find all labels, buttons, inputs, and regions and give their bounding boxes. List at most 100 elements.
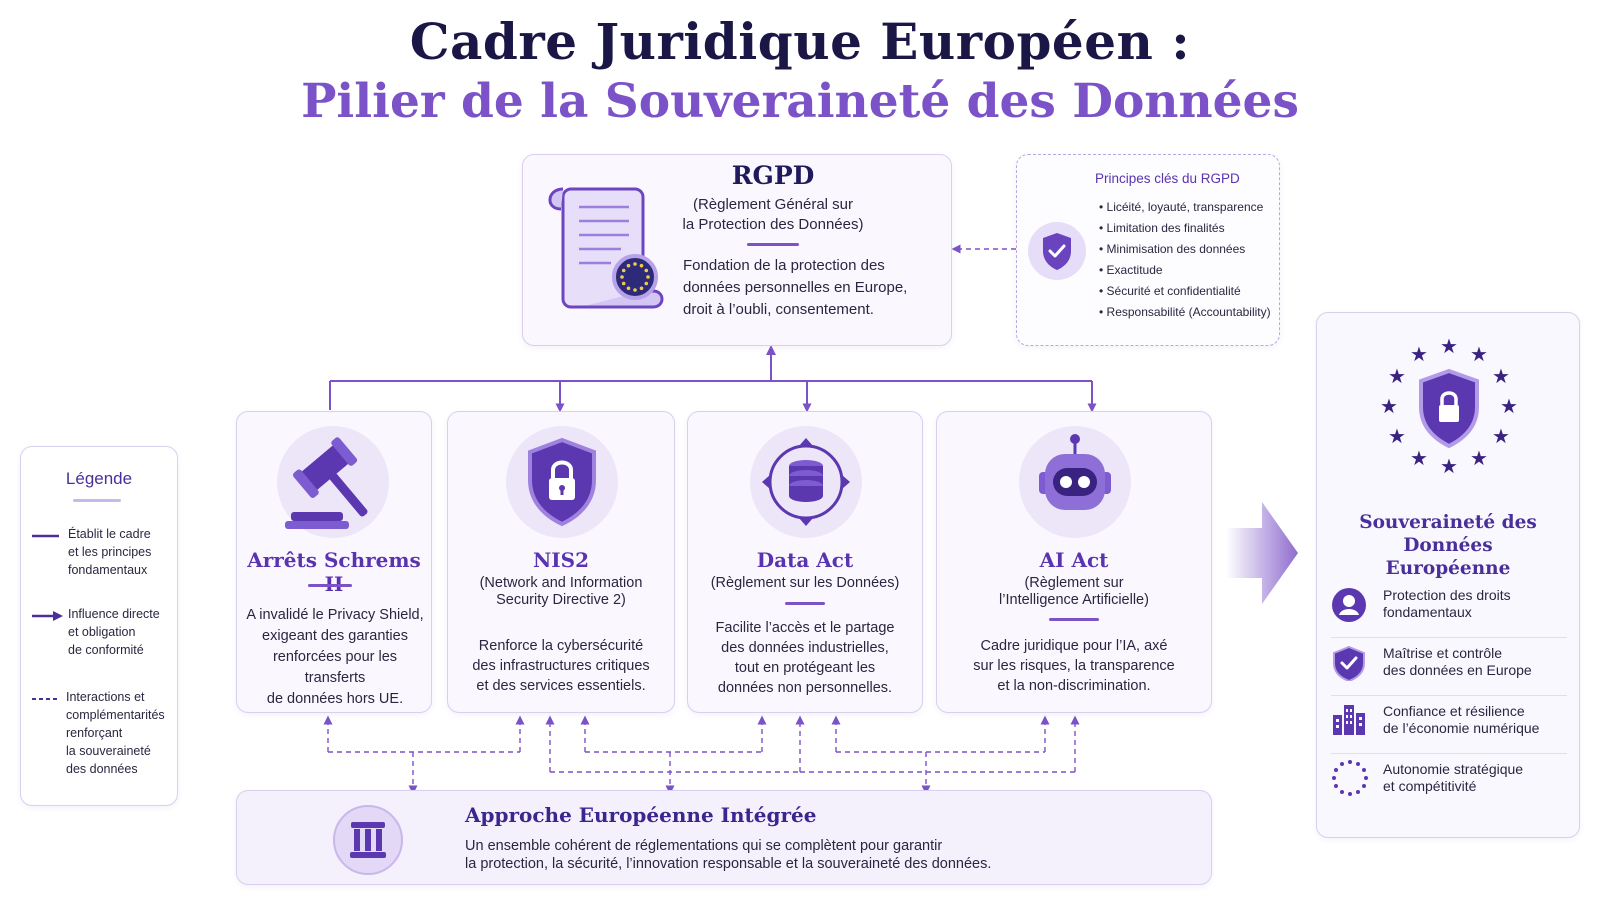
legend-dashed-line3: renforçant: [66, 726, 123, 740]
pillar-subtitle: (Règlement sur l’Intelligence Artificiel…: [937, 575, 1211, 609]
svg-text:★: ★: [1410, 342, 1428, 366]
principle-item: • Exactitude: [1099, 263, 1163, 277]
pillar-subtitle: (Règlement sur les Données): [688, 575, 922, 592]
svg-text:★: ★: [1440, 454, 1458, 478]
sovereignty-item-line1: Maîtrise et contrôle: [1383, 645, 1503, 661]
approach-desc-line1: Un ensemble cohérent de réglementations …: [465, 838, 943, 854]
sovereignty-item-line2: et compétitivité: [1383, 778, 1477, 794]
rgpd-desc-line1: Fondation de la protection des: [683, 257, 885, 274]
pillar-title: Arrêts Schrems II: [247, 548, 421, 596]
approach-title: Approche Européenne Intégrée: [465, 803, 817, 827]
legend-solid-text: Établit le cadre et les principes fondam…: [68, 525, 176, 579]
rgpd-divider: [747, 243, 799, 246]
legend-title: Légende: [65, 469, 133, 488]
pillar-desc-line: de données hors UE.: [266, 691, 404, 707]
solid-connector: [329, 345, 1097, 413]
svg-text:★: ★: [1388, 424, 1406, 448]
legend-dashed-line5: des données: [66, 762, 138, 776]
robot-icon: [1039, 434, 1111, 510]
sovereignty-item-text: Confiance et résilience de l’économie nu…: [1383, 703, 1539, 737]
legend-arrow-line2: et obligation: [68, 625, 136, 639]
rgpd-subtitle-line1: (Règlement Général sur: [692, 196, 854, 213]
pillar-subtitle: (Network and Information Security Direct…: [448, 575, 674, 609]
pillar-desc-line: renforcées pour les transferts: [272, 649, 398, 686]
buildings-icon: [1333, 705, 1365, 735]
pillar-desc-line: sur les risques, la transparence: [973, 658, 1175, 674]
sovereignty-item-line1: Autonomie stratégique: [1383, 761, 1524, 777]
principle-item: • Limitation des finalités: [1099, 221, 1225, 235]
sovereignty-item-text: Maîtrise et contrôle des données en Euro…: [1383, 645, 1532, 679]
pillar-columns-icon: [333, 805, 403, 875]
rgpd-description: Fondation de la protection des données p…: [683, 255, 943, 321]
legend-arrow-text: Influence directe et obligation de confo…: [68, 605, 176, 659]
approach-desc-line2: la protection, la sécurité, l’innovation…: [465, 856, 992, 872]
page-title: Cadre Juridique Européen :: [409, 12, 1191, 71]
gavel-icon: [285, 437, 368, 529]
pillar-subtitle-line: (Règlement sur les Données): [710, 575, 900, 591]
pillar-desc-line: données non personnelles.: [717, 680, 893, 696]
eu-stars-shield-icon: ★ ★ ★ ★ ★ ★ ★ ★ ★ ★ ★ ★: [1380, 334, 1518, 478]
legend-dashed-line: [32, 698, 59, 700]
page-subtitle: Pilier de la Souveraineté des Données: [301, 74, 1299, 129]
divider: [1331, 695, 1567, 696]
shield-check-icon: [1028, 222, 1086, 280]
sovereignty-item-line1: Confiance et résilience: [1383, 703, 1525, 719]
shield-check-icon: [1333, 645, 1365, 681]
sovereignty-item: Maîtrise et contrôle des données en Euro…: [1331, 643, 1567, 691]
sovereignty-item-line2: des données en Europe: [1383, 662, 1532, 678]
sovereignty-item: Confiance et résilience de l’économie nu…: [1331, 701, 1567, 749]
pillar-subtitle-line: (Règlement sur: [1024, 575, 1124, 591]
sovereignty-card: ★ ★ ★ ★ ★ ★ ★ ★ ★ ★ ★ ★ Souveraineté des…: [1316, 312, 1580, 838]
divider: [1331, 637, 1567, 638]
legend-title-rule: [73, 499, 121, 502]
pillar-desc-line: et des services essentiels.: [476, 678, 646, 694]
svg-text:★: ★: [1388, 364, 1406, 388]
pillar-divider: [1049, 618, 1099, 621]
legend-card: Légende Établit le cadre et les principe…: [20, 446, 178, 806]
sovereignty-title-line1: Souveraineté des Données: [1359, 512, 1537, 556]
pillar-card-schrems: Arrêts Schrems II A invalidé le Privacy …: [236, 411, 432, 713]
legend-dashed-line1: Interactions et: [66, 690, 145, 704]
principles-card: Principes clés du RGPD • Licéité, loyaut…: [1016, 154, 1280, 346]
approach-description: Un ensemble cohérent de réglementations …: [465, 837, 1205, 873]
divider: [1331, 753, 1567, 754]
sovereignty-item-text: Protection des droits fondamentaux: [1383, 587, 1511, 621]
pillar-title: NIS2: [533, 548, 589, 572]
dashed-interactions: [323, 715, 1080, 795]
pillar-divider: [785, 602, 825, 605]
eu-stars-ring-icon: [1332, 760, 1368, 796]
legend-arrow-line: [32, 611, 63, 621]
pillar-subtitle-line: l’Intelligence Artificielle): [999, 592, 1149, 608]
svg-text:★: ★: [1500, 394, 1518, 418]
pillar-subtitle-line: Security Directive 2): [496, 592, 626, 608]
scroll-document-icon: [548, 187, 664, 309]
principles-list: • Licéité, loyauté, transparence • Limit…: [1099, 197, 1279, 323]
pillar-description: Cadre juridique pour l’IA, axé sur les r…: [939, 636, 1209, 696]
legend-solid-line2: et les principes: [68, 545, 152, 559]
svg-text:★: ★: [1410, 446, 1428, 470]
pillar-divider: [308, 584, 352, 587]
sovereignty-item-line2: de l’économie numérique: [1383, 720, 1540, 736]
principle-item: • Minimisation des données: [1099, 242, 1246, 256]
pillar-desc-line: Cadre juridique pour l’IA, axé: [980, 638, 1168, 654]
sovereignty-item-line1: Protection des droits: [1383, 587, 1511, 603]
principle-item: • Responsabilité (Accountability): [1099, 305, 1271, 319]
shield-lock-icon: [528, 437, 596, 527]
rgpd-desc-line3: droit à l’oubli, consentement.: [683, 301, 874, 318]
svg-text:★: ★: [1492, 424, 1510, 448]
rgpd-title: RGPD: [731, 161, 815, 190]
legend-solid-line: [32, 534, 59, 538]
principles-title: Principes clés du RGPD: [1095, 171, 1240, 186]
legend-arrow-line3: de conformité: [68, 643, 144, 657]
user-icon: [1332, 588, 1366, 622]
approach-card: Approche Européenne Intégrée Un ensemble…: [236, 790, 1212, 885]
svg-text:★: ★: [1440, 334, 1458, 358]
pillar-title: AI Act: [1039, 548, 1109, 572]
rgpd-subtitle-line2: la Protection des Données): [682, 216, 864, 233]
pillar-desc-line: exigeant des garanties: [262, 628, 408, 644]
legend-arrow-line1: Influence directe: [68, 607, 160, 621]
pillar-desc-line: tout en protégeant les: [734, 660, 876, 676]
principle-item: • Sécurité et confidentialité: [1099, 284, 1241, 298]
pillar-subtitle-line: (Network and Information: [479, 575, 643, 591]
